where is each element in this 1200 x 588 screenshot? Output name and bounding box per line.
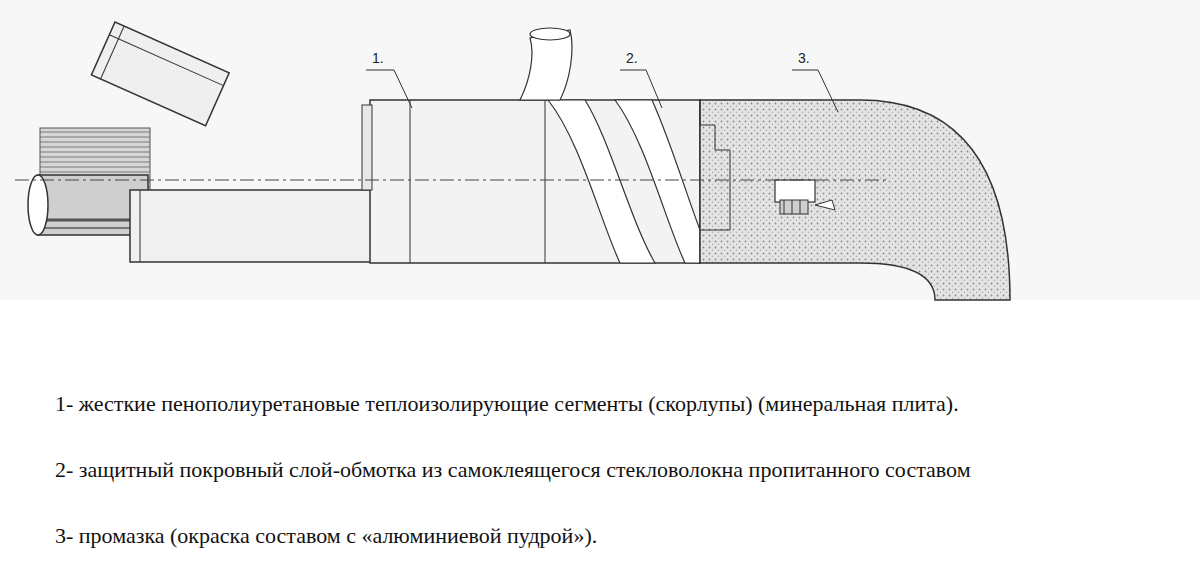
callout-number: 2.: [626, 50, 638, 66]
legend-item-text: 2- защитный покровный слой-обмотка из са…: [55, 456, 1180, 484]
legend-item-text: 3- промазка (окраска составом с «алюмини…: [55, 522, 1180, 550]
callout-number: 3.: [798, 50, 810, 66]
legend-item-text: 1- жесткие пенополиуретановые теплоизоли…: [55, 390, 1180, 418]
callout-number: 1.: [372, 50, 384, 66]
